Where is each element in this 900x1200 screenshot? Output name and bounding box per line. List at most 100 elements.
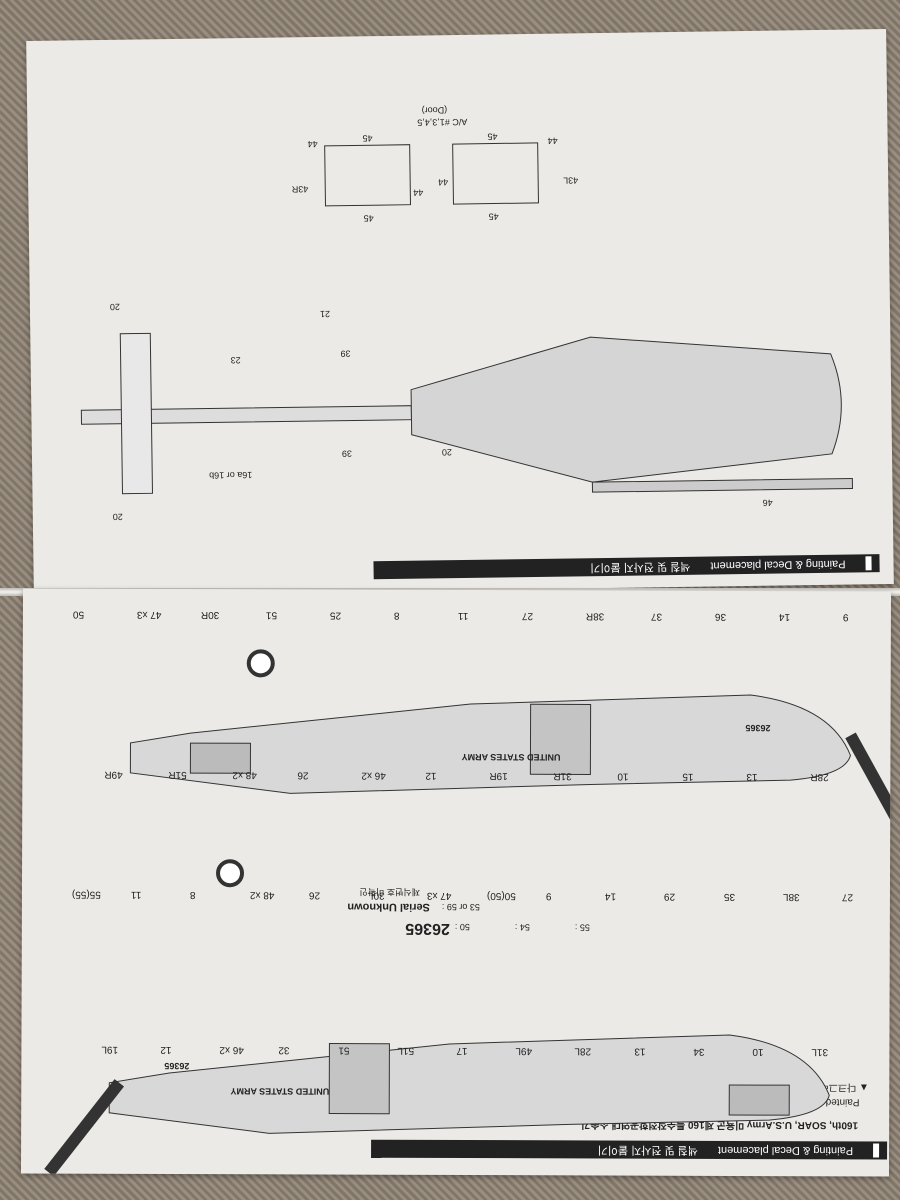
callout-label: 47 x3 xyxy=(137,608,162,620)
callout-label: 50(50) xyxy=(486,890,516,902)
callout-label: 13 xyxy=(746,771,758,783)
callout-23: 23 xyxy=(231,355,241,365)
legend-serial-unknown-ko: 제식번호 미확인 xyxy=(359,887,420,898)
callout-label: 28L xyxy=(574,1045,592,1057)
callout-label: 15 xyxy=(681,770,694,782)
fuselage-top xyxy=(410,336,842,483)
callout-label: 13 xyxy=(634,1045,646,1057)
callout-39-a: 39 xyxy=(340,349,350,359)
legend-serial-value: 26365 xyxy=(405,920,450,937)
callout-label: 51L xyxy=(397,1044,414,1056)
callout-label: 27 xyxy=(522,610,534,622)
callout-label: 12 xyxy=(160,1043,172,1056)
callout-label: 12 xyxy=(425,769,437,781)
callout-20-a: 20 xyxy=(110,302,120,312)
callout-label: 50 xyxy=(72,608,85,620)
callout-label: 37 xyxy=(650,610,662,622)
callout-label: 11 xyxy=(131,888,142,900)
callout-label: 11 xyxy=(457,610,469,622)
callout-label: 28R xyxy=(810,771,829,783)
callout-label: 49L xyxy=(515,1045,533,1057)
callout-label: 48 x2 xyxy=(232,769,258,781)
callout-label: 26 xyxy=(308,889,321,901)
door-panel-left xyxy=(452,142,539,205)
callout-label: 14 xyxy=(778,611,790,623)
callout-label: 31L xyxy=(811,1046,829,1058)
callout-label: 31R xyxy=(553,770,573,782)
cabin-door-right xyxy=(529,703,592,775)
callout-label: 49R xyxy=(104,768,123,780)
callout-label: 26 xyxy=(296,769,309,781)
callout-label: 55(55) xyxy=(71,888,101,900)
banner-en-top: Painting & Decal placement xyxy=(710,557,846,572)
callout-label: 29 xyxy=(664,890,676,902)
callout-label: 14 xyxy=(604,890,617,902)
legend-item-53: 53 or 59 : xyxy=(442,902,480,912)
callout-label: 34 xyxy=(693,1045,705,1057)
callout-label: 27 xyxy=(841,891,854,903)
legend-serial-unknown: Serial Unknown xyxy=(347,901,430,913)
callout-label: 35 xyxy=(723,890,735,902)
callout-21: 21 xyxy=(320,309,330,319)
callout-45-c: 45 xyxy=(364,213,374,223)
callout-45-a: 45 xyxy=(489,211,499,221)
legend-item-54: 54 : xyxy=(515,922,530,932)
callout-label: 10 xyxy=(617,770,629,782)
door-sub: (Door) xyxy=(422,105,448,115)
callout-44-c: 44 xyxy=(413,188,423,198)
callout-label: 9 xyxy=(545,890,552,902)
callout-46: 46 xyxy=(763,498,773,508)
us-army-text-left: UNITED STATES ARMY xyxy=(230,1086,329,1096)
tail-pylon-right xyxy=(845,732,892,829)
callout-label: 9 xyxy=(842,611,849,623)
door-label: A/C #1,3,4,5 xyxy=(417,117,467,128)
fuselage-side-left xyxy=(108,1034,830,1134)
callout-20-c: 20 xyxy=(113,512,123,522)
callout-label: 48 x2 xyxy=(249,889,275,901)
callout-label: 51 xyxy=(337,1044,350,1056)
callout-44-a: 44 xyxy=(438,177,448,187)
callout-43r: 43R xyxy=(291,184,308,194)
door-panel-right xyxy=(324,144,411,207)
callout-43l: 43L xyxy=(563,175,578,185)
cockpit-window-right xyxy=(189,742,251,774)
callout-label: 17 xyxy=(456,1045,468,1057)
callout-label: 46 x2 xyxy=(361,769,386,781)
callout-label: 36 xyxy=(714,610,726,622)
callout-label: 51R xyxy=(168,768,188,781)
fuselage-side-right xyxy=(129,694,851,794)
helicopter-side-views-diagram: UNITED STATES ARMY 26365 UNITED STATES A… xyxy=(44,649,892,1177)
legend-item-50: 50 : xyxy=(455,922,470,932)
callout-45-d: 45 xyxy=(362,133,372,143)
instruction-page-bottom: Painting & Decal placement 색칠 및 전사지 붙이기 … xyxy=(20,588,892,1177)
us-army-text-right: UNITED STATES ARMY xyxy=(462,752,561,762)
callout-label: 30R xyxy=(201,609,220,621)
callout-label: 19L xyxy=(101,1043,118,1055)
callout-16: 16a or 16b xyxy=(209,470,252,481)
banner-bar-icon xyxy=(865,556,872,571)
horizontal-stabilizer xyxy=(119,332,154,495)
rotor-blade-part xyxy=(591,478,854,493)
callout-label: 8 xyxy=(190,889,196,901)
instruction-page-top: 46 A/C #1,3,4,5 (Door) 45 43L 44 44 45 4… xyxy=(26,29,894,596)
helicopter-top-view-diagram: 46 A/C #1,3,4,5 (Door) 45 43L 44 44 45 4… xyxy=(80,105,854,522)
callout-39-b: 39 xyxy=(342,449,352,459)
callout-44-d: 44 xyxy=(308,139,318,149)
callout-label: 10 xyxy=(752,1046,764,1058)
callout-label: 30L xyxy=(368,889,385,901)
tail-wheel-left xyxy=(216,859,245,888)
serial-text-left: 26365 xyxy=(164,1061,189,1071)
callout-45-b: 45 xyxy=(487,131,497,141)
callout-label: 51 xyxy=(265,609,277,621)
callout-44-b: 44 xyxy=(548,136,558,146)
callout-label: 38R xyxy=(586,610,605,622)
tail-wheel-right xyxy=(246,649,275,678)
callout-label: 19R xyxy=(489,770,508,782)
tail-pylon-left xyxy=(44,1079,125,1177)
serial-text-right: 26365 xyxy=(745,723,770,733)
callout-label: 47 x3 xyxy=(427,889,452,901)
callout-label: 32 xyxy=(278,1044,290,1056)
banner-ko-top: 색칠 및 전사지 붙이기 xyxy=(590,559,691,574)
cockpit-window-left xyxy=(728,1084,790,1116)
callout-label: 25 xyxy=(329,609,341,621)
